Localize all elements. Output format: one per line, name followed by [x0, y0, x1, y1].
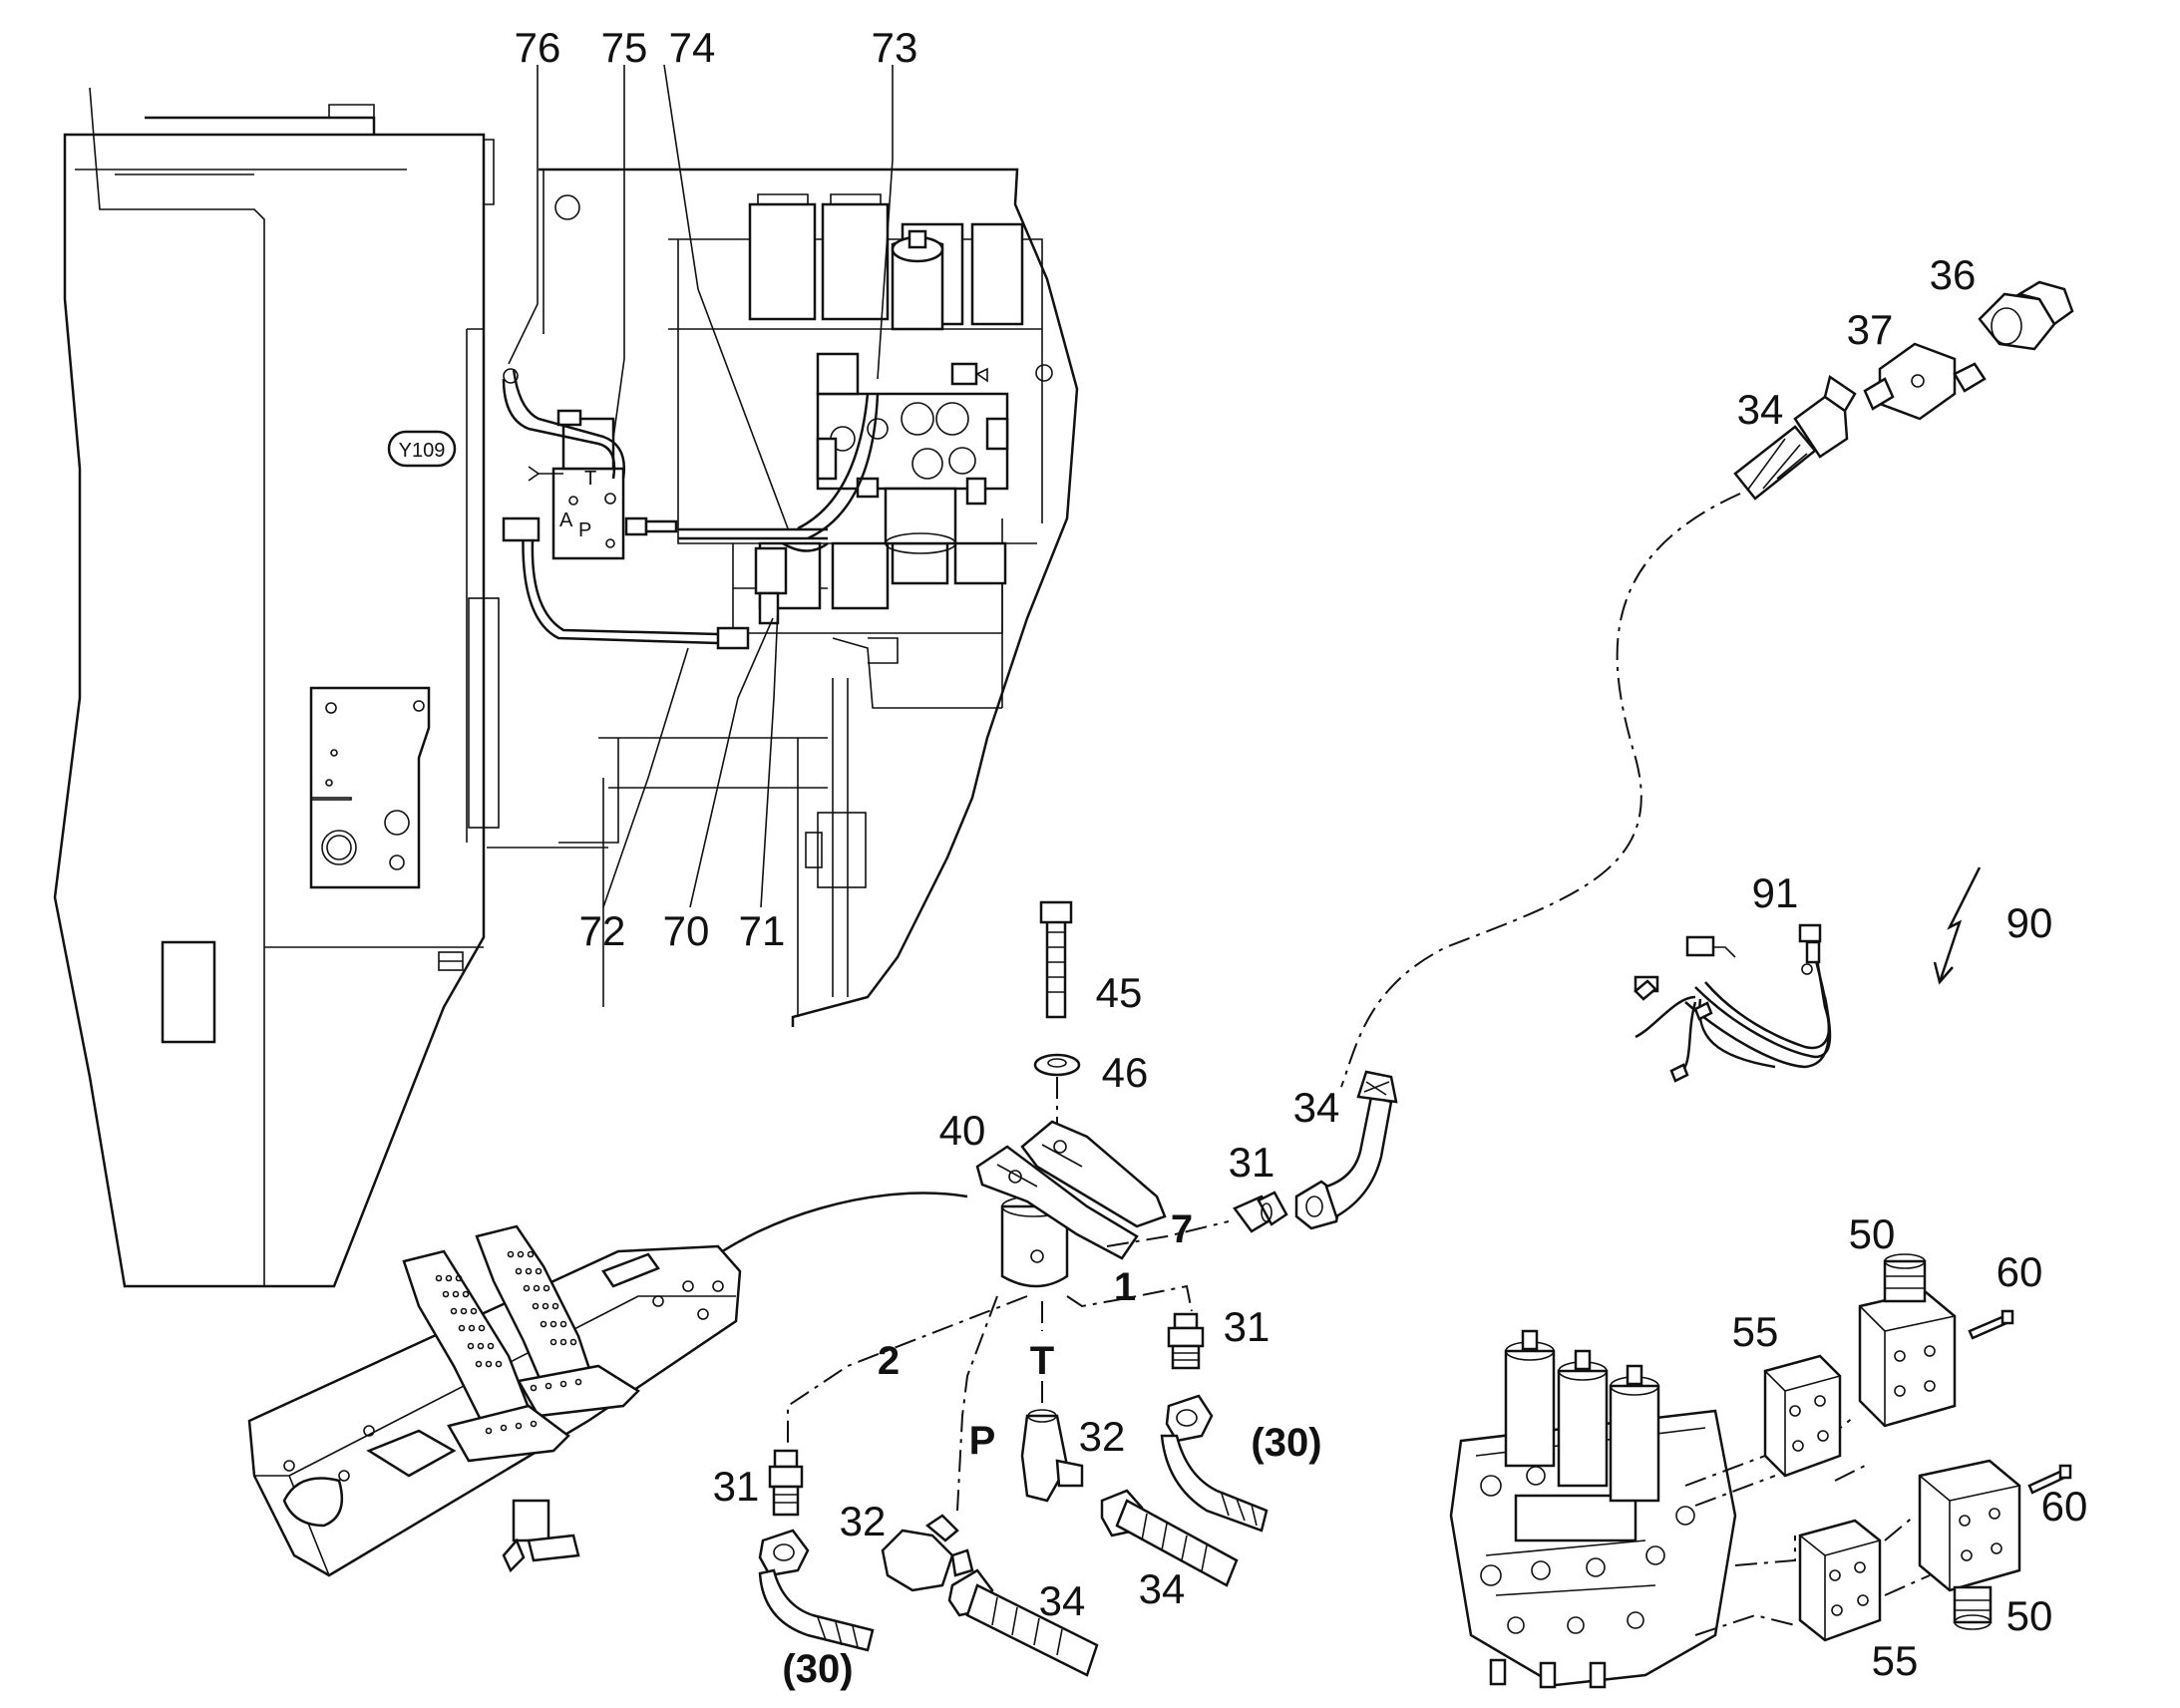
callout-91: 91 — [1752, 869, 1799, 916]
lightning-arrow-90 — [1933, 866, 1982, 985]
hose-routes — [502, 368, 880, 650]
port-p-label: P — [969, 1419, 996, 1463]
ref-30-right: (30) — [1251, 1421, 1321, 1465]
hose-34-long — [1340, 493, 1741, 1088]
fittings-upper-right — [1733, 280, 2074, 501]
y109-label: Y109 — [399, 440, 446, 462]
wiring-harness-91 — [1634, 923, 1832, 1083]
fitting-31-right — [1233, 1070, 1398, 1233]
callout-45: 45 — [1096, 969, 1143, 1016]
valve-50-lower — [1918, 1459, 2072, 1630]
cab-frame — [53, 87, 500, 1288]
callout-75: 75 — [601, 24, 648, 71]
callout-31-right: 31 — [1229, 1139, 1275, 1186]
callout-74: 74 — [669, 24, 716, 71]
callout-34-upper: 34 — [1737, 386, 1784, 433]
fitting-31-mid — [1160, 1312, 1269, 1533]
callout-32-t: 32 — [1079, 1413, 1126, 1460]
port-leaders — [787, 1220, 1230, 1512]
plate-55-lower — [1798, 1519, 1882, 1642]
callout-31-left: 31 — [713, 1463, 760, 1510]
plate-55-upper — [1763, 1354, 1842, 1478]
callout-55-lower: 55 — [1872, 1637, 1919, 1684]
tee-32-t — [1020, 1409, 1239, 1587]
callout-50-upper: 50 — [1849, 1210, 1896, 1257]
callout-46: 46 — [1102, 1049, 1149, 1096]
callout-60-upper: 60 — [1997, 1248, 2043, 1295]
callout-34-p: 34 — [1039, 1577, 1086, 1624]
pedal-valve-40 — [975, 900, 1167, 1288]
pedal-assembly — [247, 1224, 742, 1577]
valve-port-p: P — [578, 519, 591, 541]
valve-port-t: T — [584, 468, 596, 490]
valve-port-a: A — [559, 510, 573, 531]
callout-71: 71 — [739, 907, 786, 954]
callout-32-p: 32 — [840, 1498, 887, 1544]
fitting-31-left — [758, 1449, 875, 1652]
callout-36: 36 — [1930, 251, 1977, 298]
callout-72: 72 — [579, 907, 626, 954]
callout-37: 37 — [1847, 306, 1894, 353]
pilot-valve-assembly — [816, 229, 1009, 554]
callout-34-elbow: 34 — [1293, 1084, 1340, 1131]
tee-32-p — [881, 1514, 1099, 1677]
y109-tag: Y109 — [387, 430, 457, 468]
callout-60-lower: 60 — [2041, 1483, 2088, 1530]
port-7-label: 7 — [1171, 1207, 1193, 1251]
callout-40: 40 — [939, 1107, 986, 1154]
port-2-label: 2 — [878, 1339, 900, 1383]
upper-leaders — [508, 64, 894, 908]
callout-73: 73 — [872, 24, 918, 71]
ref-30-left: (30) — [782, 1647, 853, 1691]
callout-55-upper: 55 — [1732, 1308, 1779, 1355]
valve-50-upper — [1858, 1253, 2014, 1428]
callout-76: 76 — [515, 24, 561, 71]
callout-90: 90 — [2006, 899, 2053, 946]
callout-34-t: 34 — [1139, 1565, 1186, 1612]
port-t-label: T — [1030, 1339, 1054, 1383]
callout-50-lower: 50 — [2006, 1592, 2053, 1639]
callout-31-mid: 31 — [1224, 1303, 1271, 1350]
port-1-label: 1 — [1114, 1265, 1136, 1309]
callout-70: 70 — [663, 907, 710, 954]
solenoid-valve-y109: T A P — [528, 409, 678, 560]
control-valve-bank — [1449, 1329, 1737, 1689]
